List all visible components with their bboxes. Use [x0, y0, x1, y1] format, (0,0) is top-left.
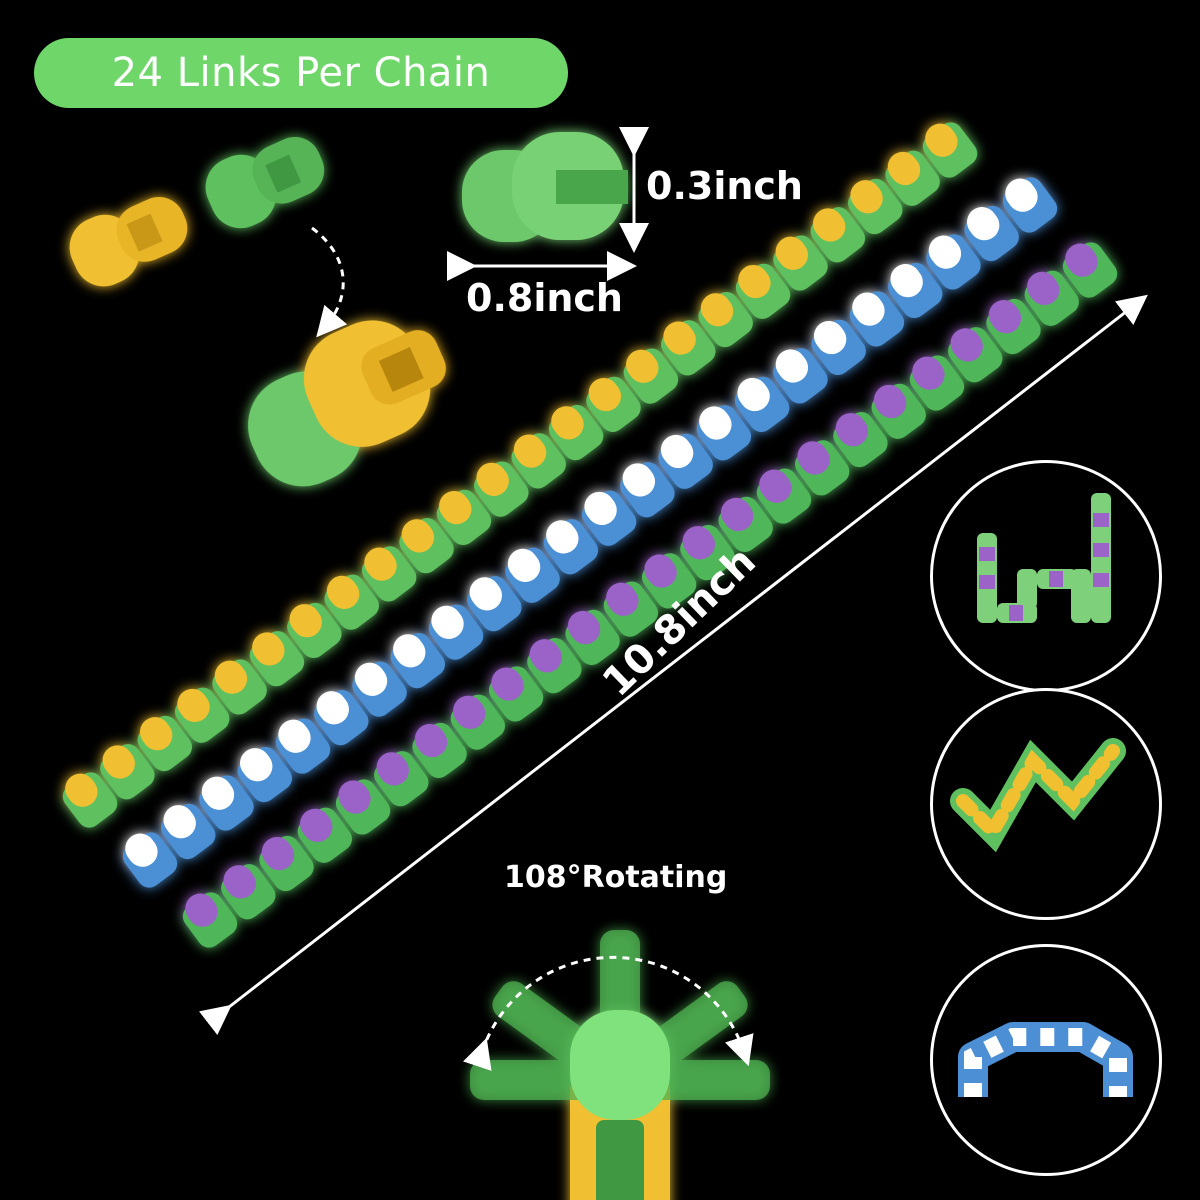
rotation-label: 108°Rotating — [504, 860, 728, 895]
links-per-chain-banner: 24 Links Per Chain — [34, 38, 568, 108]
length-dimension-arrow — [198, 294, 1148, 1036]
banner-text: 24 Links Per Chain — [111, 50, 491, 96]
shape-example-circle-1 — [930, 460, 1162, 692]
single-links-group — [69, 137, 446, 487]
assembly-dashed-arrow — [311, 226, 348, 338]
blue-white-shape — [958, 1022, 1133, 1097]
assembled-link-pieces — [248, 320, 446, 487]
rotation-demo — [470, 930, 770, 1200]
chain-2-link — [964, 205, 1019, 262]
width-label: 0.8inch — [466, 276, 623, 320]
rotating-link-head — [570, 1010, 670, 1120]
chain-1-link — [885, 150, 940, 206]
chain-2-link — [926, 234, 981, 290]
chain-1-link — [100, 744, 155, 800]
rotating-link-green-lower — [596, 1120, 644, 1200]
yellow-green-shape — [950, 738, 1126, 853]
shape-example-circle-3 — [930, 944, 1162, 1176]
chain-1-link — [62, 772, 118, 828]
dimension-link-piece — [462, 132, 628, 242]
chain-1-link — [922, 122, 978, 178]
shape-example-circle-2 — [930, 688, 1162, 920]
chain-3-link — [1062, 242, 1118, 298]
chain-1-link — [773, 235, 828, 291]
chain-2-link — [1002, 177, 1058, 233]
chain-1-link — [137, 715, 192, 772]
chain-1-link — [810, 207, 866, 263]
yellow-link-piece — [69, 197, 188, 287]
chain-2-link — [122, 832, 178, 888]
chain-1-link — [848, 178, 903, 235]
rotation-dashed-arc — [463, 955, 754, 1071]
purple-green-shape — [977, 493, 1111, 623]
height-label: 0.3inch — [646, 164, 803, 208]
green-link-piece — [205, 137, 325, 229]
